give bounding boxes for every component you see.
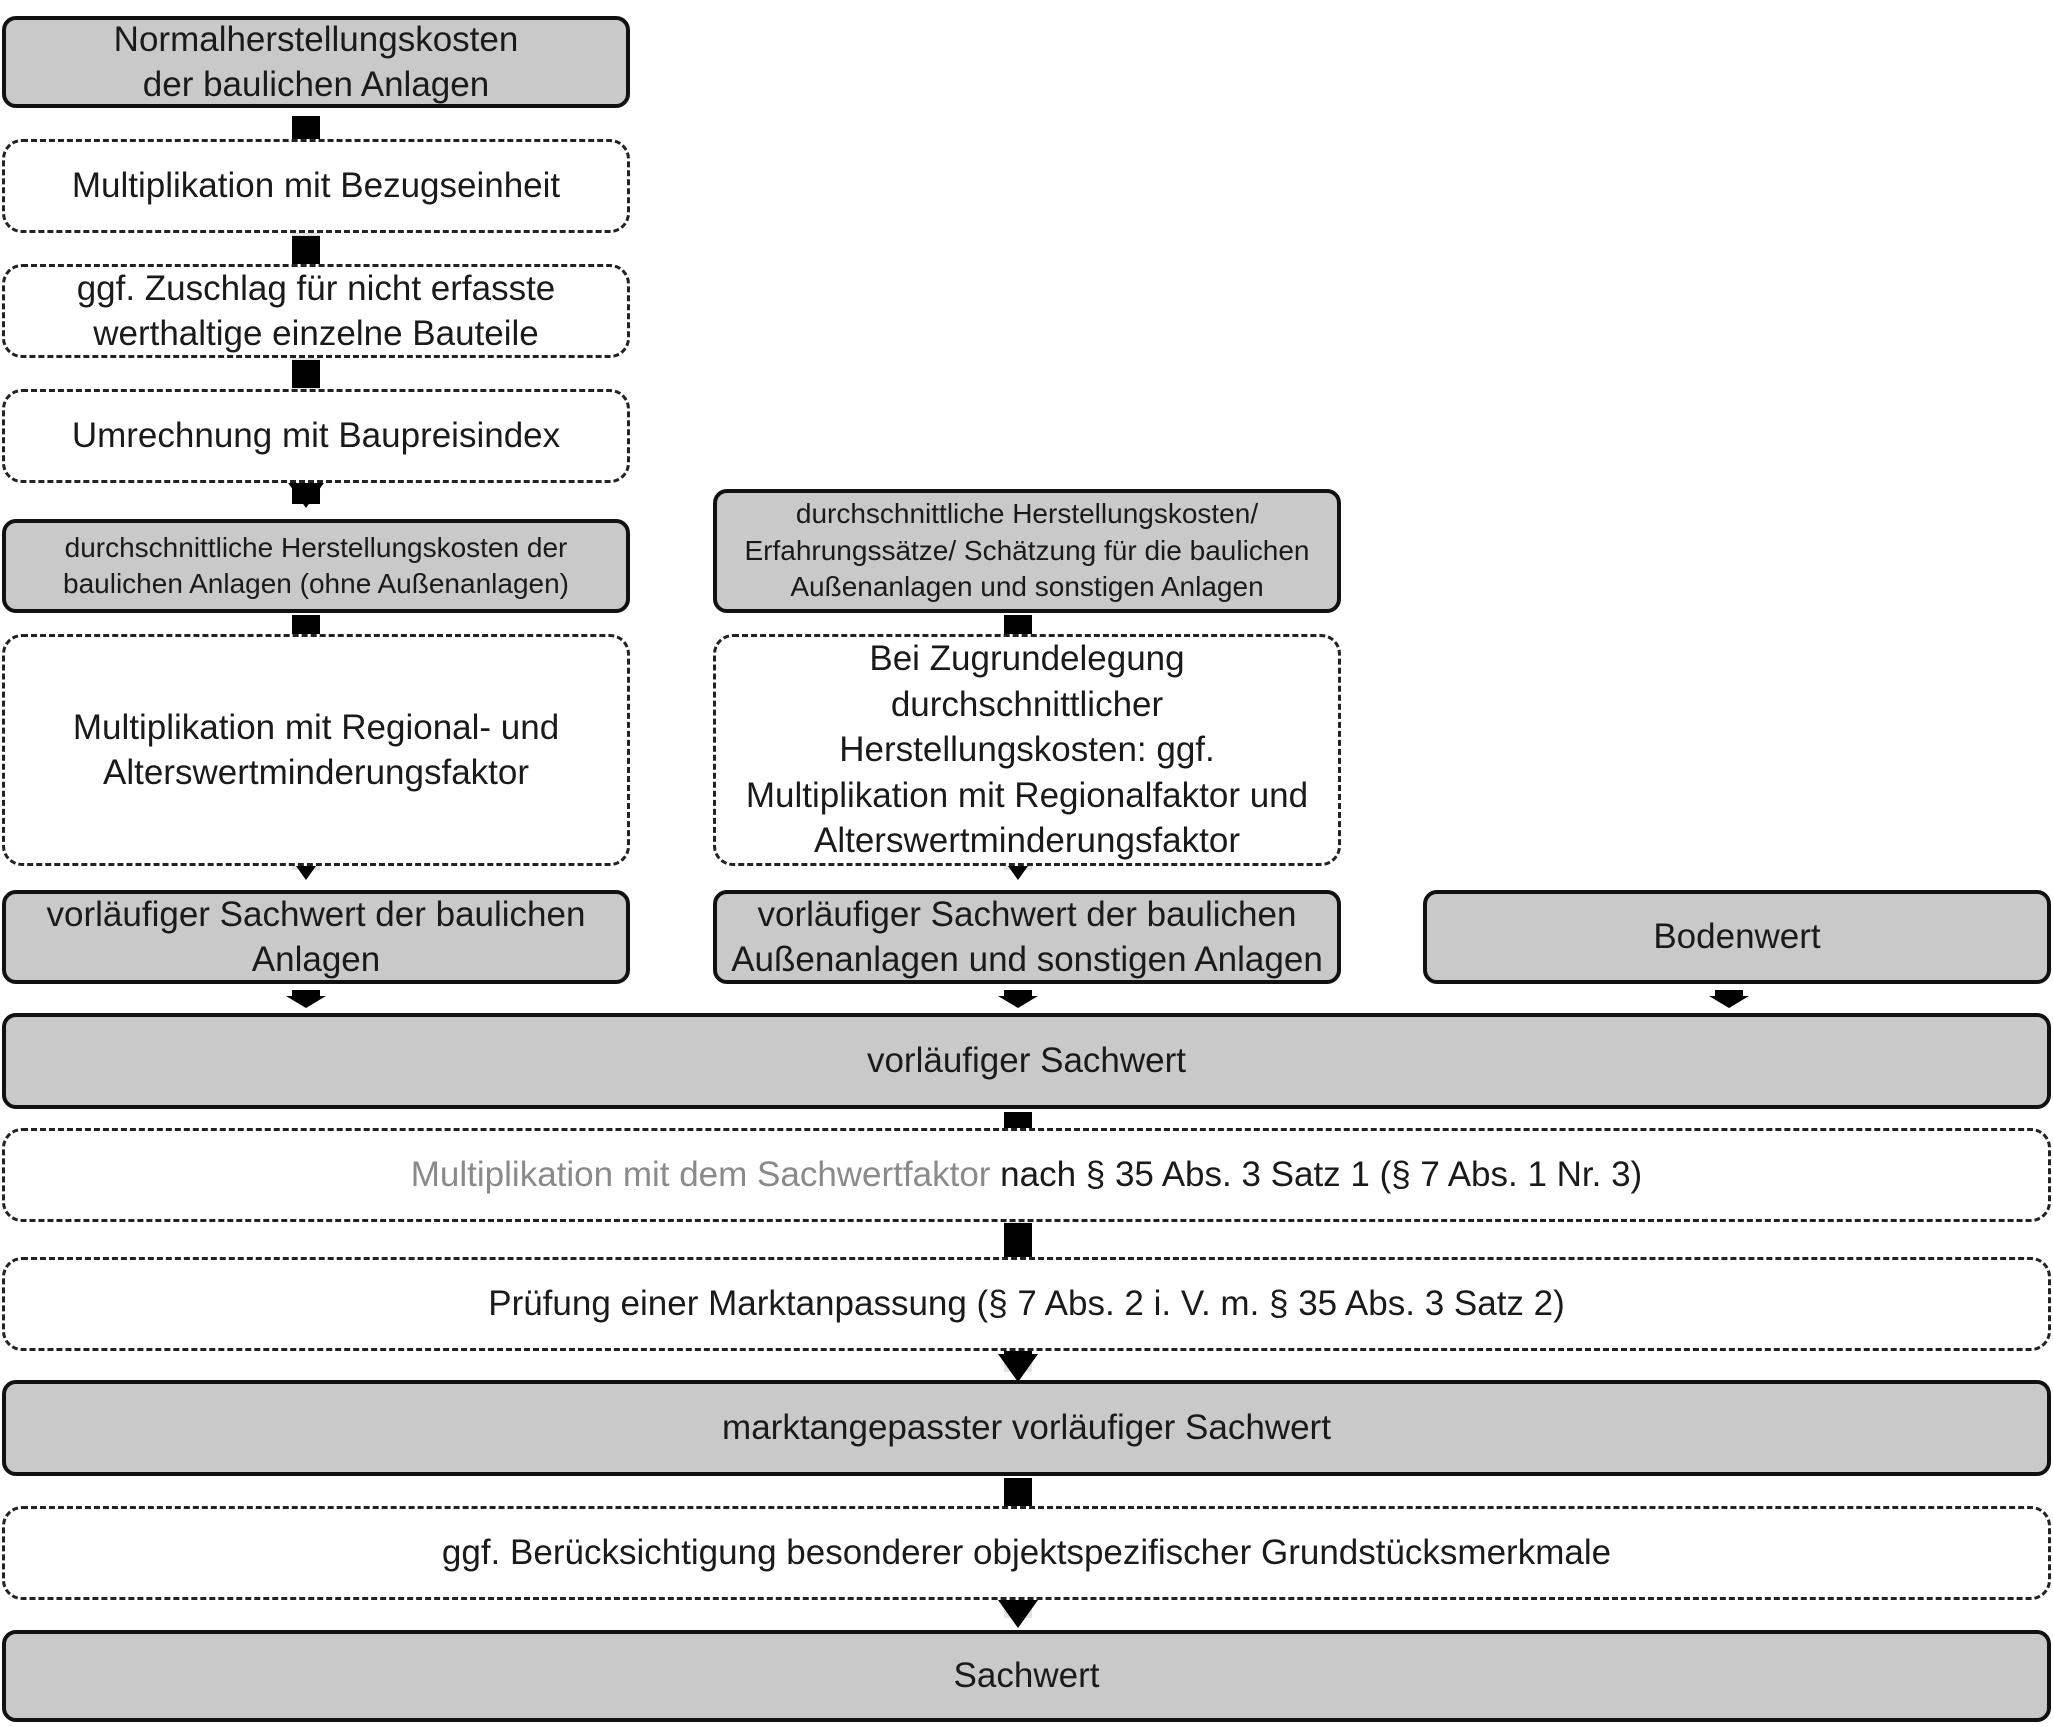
- connector-2: [292, 236, 320, 264]
- average-costs-outdoor-box: durchschnittliche Herstellungskosten/ Er…: [713, 489, 1341, 613]
- connector-5: [292, 615, 320, 635]
- preliminary-value-outdoor-box: vorläufiger Sachwert der baulichen Außen…: [713, 890, 1341, 984]
- construction-price-index-step: Umrechnung mit Baupreisindex: [2, 389, 630, 483]
- connector-middle-merge-head: [998, 996, 1038, 1008]
- connector-7: [1004, 1112, 1032, 1128]
- connector-right-merge-head: [1709, 996, 1749, 1008]
- market-adjusted-value-box: marktangepasster vorläufiger Sachwert: [2, 1380, 2051, 1476]
- multiply-reference-unit-step: Multiplikation mit Bezugseinheit: [2, 139, 630, 233]
- arrow-main-upper-head: [998, 1354, 1038, 1382]
- preliminary-value-buildings-box: vorläufiger Sachwert der baulichen Anlag…: [2, 890, 630, 984]
- connector-8: [1004, 1223, 1032, 1257]
- connector-9: [1004, 1350, 1032, 1360]
- surcharge-components-step: ggf. Zuschlag für nicht erfasste werthal…: [2, 264, 630, 358]
- market-factor-label-gray: Multiplikation mit dem Sachwertfaktor: [410, 1155, 991, 1195]
- conditional-multiplication-step: Bei Zugrundelegung durchschnittlicher He…: [713, 634, 1341, 866]
- preliminary-value-box: vorläufiger Sachwert: [2, 1013, 2051, 1109]
- connector-6: [1004, 615, 1032, 635]
- connector-left-merge-bar: [292, 990, 320, 996]
- connector-4: [292, 486, 320, 504]
- final-value-box: Sachwert: [2, 1630, 2051, 1722]
- connector-middle-merge-bar: [1004, 990, 1032, 996]
- normal-costs-box: Normalherstellungskosten der baulichen A…: [2, 16, 630, 108]
- arrow-main-lower-head: [998, 1600, 1038, 1628]
- special-features-step: ggf. Berücksichtigung besonderer objekts…: [2, 1506, 2051, 1600]
- market-adjustment-check-step: Prüfung einer Marktanpassung (§ 7 Abs. 2…: [2, 1257, 2051, 1351]
- market-factor-label-rest: nach § 35 Abs. 3 Satz 1 (§ 7 Abs. 1 Nr. …: [990, 1155, 1643, 1195]
- regional-age-factor-step: Multiplikation mit Regional- und Altersw…: [2, 634, 630, 866]
- average-costs-buildings-box: durchschnittliche Herstellungskosten der…: [2, 519, 630, 613]
- connector-right-merge-bar: [1715, 990, 1743, 996]
- market-factor-step: Multiplikation mit dem Sachwertfaktor na…: [2, 1128, 2051, 1222]
- connector-left-merge-head: [286, 996, 326, 1008]
- connector-1: [292, 116, 320, 140]
- connector-10: [1004, 1478, 1032, 1506]
- connector-3: [292, 360, 320, 388]
- land-value-box: Bodenwert: [1423, 890, 2051, 984]
